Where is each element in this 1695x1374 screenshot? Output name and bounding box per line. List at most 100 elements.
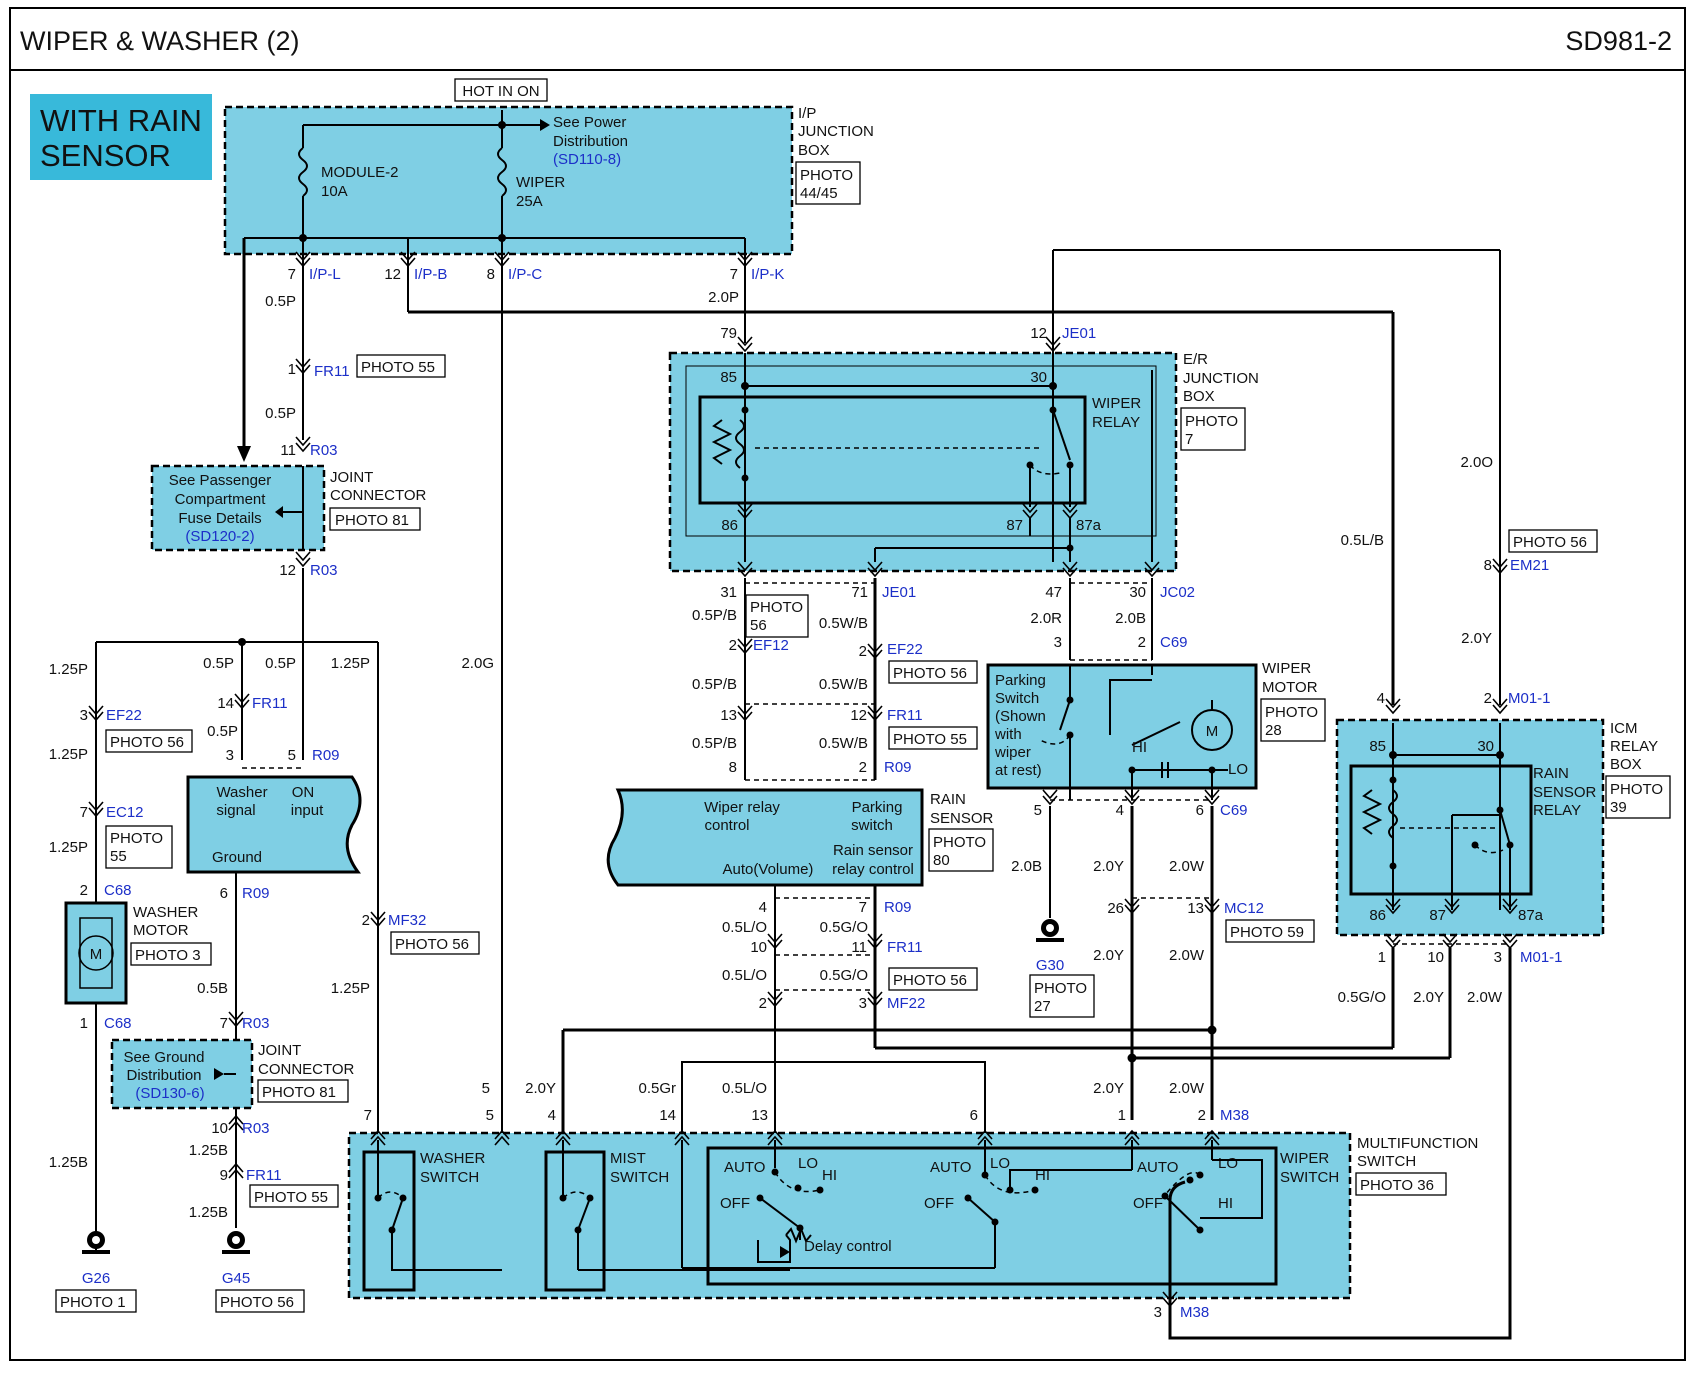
svg-text:PHOTO 56: PHOTO 56 [395, 936, 469, 953]
svg-text:FR11: FR11 [252, 695, 288, 712]
svg-text:87a: 87a [1518, 907, 1544, 924]
svg-text:WIPER: WIPER [516, 174, 565, 191]
svg-text:WASHER: WASHER [133, 904, 198, 921]
svg-text:PHOTO 56: PHOTO 56 [220, 1294, 294, 1311]
svg-text:6: 6 [970, 1107, 978, 1124]
svg-text:PHOTO 55: PHOTO 55 [893, 731, 967, 748]
svg-text:R03: R03 [242, 1120, 270, 1137]
svg-text:3: 3 [1494, 949, 1502, 966]
svg-text:FR11: FR11 [314, 363, 350, 380]
svg-text:85: 85 [1369, 738, 1386, 755]
svg-text:M38: M38 [1180, 1304, 1209, 1321]
svg-text:2.0W: 2.0W [1169, 947, 1205, 964]
svg-text:I/P-C: I/P-C [508, 266, 542, 283]
svg-text:EF22: EF22 [106, 707, 142, 724]
svg-text:28: 28 [1265, 722, 1282, 739]
svg-text:RELAY: RELAY [1092, 414, 1140, 431]
svg-text:PHOTO 55: PHOTO 55 [254, 1189, 328, 1206]
svg-text:13: 13 [1187, 900, 1204, 917]
svg-text:31: 31 [720, 584, 737, 601]
svg-text:RELAY: RELAY [1533, 802, 1581, 819]
svg-text:2.0W: 2.0W [1169, 1080, 1205, 1097]
mist-switch [544, 1150, 606, 1292]
svg-text:PHOTO 81: PHOTO 81 [335, 512, 409, 529]
svg-text:12: 12 [1030, 325, 1047, 342]
svg-text:0.5L/O: 0.5L/O [722, 1080, 767, 1097]
svg-text:1.25P: 1.25P [49, 661, 88, 678]
svg-text:JC02: JC02 [1160, 584, 1195, 601]
svg-text:3: 3 [226, 747, 234, 764]
svg-text:R09: R09 [884, 899, 912, 916]
svg-text:RAIN: RAIN [930, 791, 966, 808]
svg-text:LO: LO [798, 1155, 818, 1172]
svg-text:MODULE-2: MODULE-2 [321, 164, 399, 181]
svg-text:0.5L/O: 0.5L/O [722, 919, 767, 936]
svg-text:PHOTO 56: PHOTO 56 [1513, 534, 1587, 551]
svg-text:9: 9 [220, 1167, 228, 1184]
svg-text:RAIN: RAIN [1533, 765, 1569, 782]
svg-text:Parking: Parking [852, 799, 903, 816]
svg-text:R09: R09 [242, 885, 270, 902]
svg-text:input: input [291, 802, 324, 819]
svg-text:2.0Y: 2.0Y [1413, 989, 1444, 1006]
svg-text:SWITCH: SWITCH [1357, 1153, 1416, 1170]
svg-text:BOX: BOX [1183, 388, 1215, 405]
svg-text:JE01: JE01 [882, 584, 916, 601]
svg-text:LO: LO [990, 1155, 1010, 1172]
svg-text:WIPER: WIPER [1280, 1150, 1329, 1167]
svg-text:2.0O: 2.0O [1460, 454, 1493, 471]
svg-text:FR11: FR11 [887, 939, 923, 956]
svg-text:AUTO: AUTO [1137, 1159, 1178, 1176]
svg-text:MOTOR: MOTOR [1262, 679, 1318, 696]
er-junction-box [668, 351, 1178, 573]
svg-text:G30: G30 [1036, 957, 1064, 974]
svg-text:4: 4 [1377, 690, 1385, 707]
svg-text:Parking: Parking [995, 672, 1046, 689]
svg-text:86: 86 [1369, 907, 1386, 924]
svg-text:0.5L/B: 0.5L/B [1341, 532, 1384, 549]
svg-text:(SD110-8): (SD110-8) [553, 151, 621, 168]
diagram-code: SD981-2 [1565, 26, 1672, 56]
svg-text:7: 7 [1185, 431, 1193, 448]
svg-text:SENSOR: SENSOR [930, 810, 994, 827]
title: WIPER & WASHER (2) [20, 26, 300, 56]
svg-text:0.5Gr: 0.5Gr [638, 1080, 676, 1097]
svg-text:C68: C68 [104, 1015, 132, 1032]
badge-line2: SENSOR [40, 138, 171, 173]
svg-text:RELAY: RELAY [1610, 738, 1658, 755]
svg-text:R09: R09 [312, 747, 340, 764]
svg-text:2.0W: 2.0W [1467, 989, 1503, 1006]
svg-text:0.5P: 0.5P [265, 293, 296, 310]
svg-text:1: 1 [1118, 1107, 1126, 1124]
svg-text:I/P-B: I/P-B [414, 266, 447, 283]
svg-text:M38: M38 [1220, 1107, 1249, 1124]
svg-text:Distribution: Distribution [553, 133, 628, 150]
svg-text:JOINT: JOINT [330, 469, 373, 486]
svg-text:SWITCH: SWITCH [610, 1169, 669, 1186]
svg-text:0.5P/B: 0.5P/B [692, 735, 737, 752]
svg-text:3: 3 [859, 995, 867, 1012]
svg-text:26: 26 [1107, 900, 1124, 917]
svg-text:FR11: FR11 [887, 707, 923, 724]
svg-text:3: 3 [1154, 1304, 1162, 1321]
svg-text:ON: ON [292, 784, 315, 801]
svg-text:SENSOR: SENSOR [1533, 784, 1597, 801]
svg-text:30: 30 [1477, 738, 1494, 755]
svg-text:PHOTO 81: PHOTO 81 [262, 1084, 336, 1101]
svg-text:1.25B: 1.25B [189, 1142, 228, 1159]
svg-text:4: 4 [759, 899, 767, 916]
svg-text:Washer: Washer [216, 784, 267, 801]
svg-text:G45: G45 [222, 1270, 250, 1287]
svg-text:Rain sensor: Rain sensor [833, 842, 913, 859]
svg-text:79: 79 [720, 325, 737, 342]
svg-text:1.25P: 1.25P [331, 655, 370, 672]
svg-text:86: 86 [721, 517, 738, 534]
svg-text:PHOTO 59: PHOTO 59 [1230, 924, 1304, 941]
svg-text:1.25B: 1.25B [189, 1204, 228, 1221]
svg-text:30: 30 [1030, 369, 1047, 386]
svg-text:CONNECTOR: CONNECTOR [330, 487, 427, 504]
svg-text:PHOTO: PHOTO [1265, 704, 1318, 721]
svg-text:JOINT: JOINT [258, 1042, 301, 1059]
svg-text:MC12: MC12 [1224, 900, 1264, 917]
svg-text:BOX: BOX [798, 142, 830, 159]
